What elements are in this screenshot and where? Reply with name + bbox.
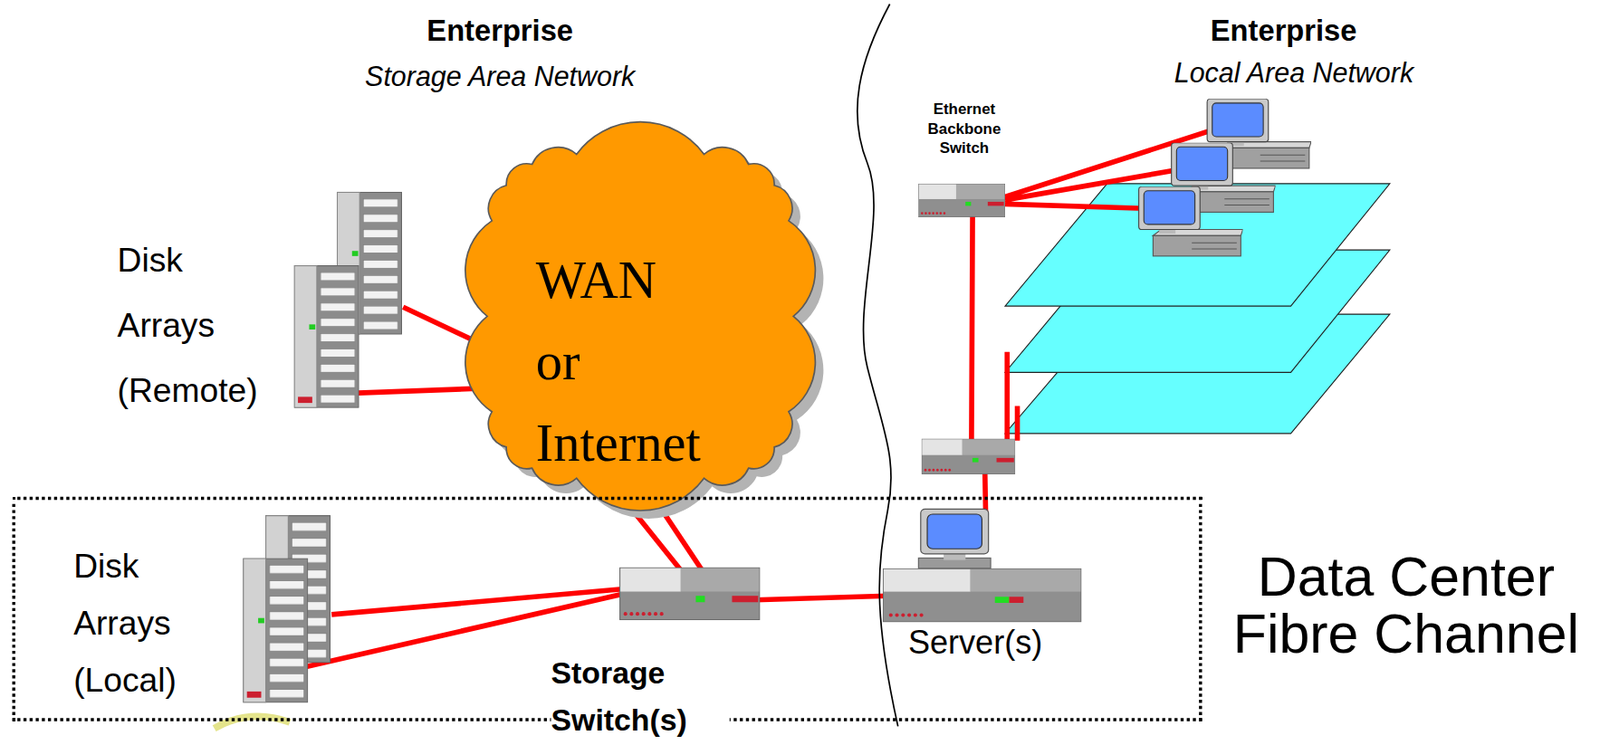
floor-plane — [1005, 183, 1390, 307]
node-label: Server(s) — [908, 622, 1087, 663]
logo-arc — [214, 716, 290, 729]
ethernet-switch-icon — [921, 439, 1016, 475]
node-label: Data Center Fibre Channel — [1212, 547, 1600, 662]
disk-array-icon — [294, 266, 359, 409]
node-label: Storage Switch(s) — [551, 650, 730, 745]
remote-disk-arrays: Disk Arrays (Remote) — [112, 188, 409, 425]
monitor-icon — [918, 508, 991, 568]
disk-array-icon — [243, 558, 308, 703]
section-subheading: Local Area Network — [1090, 56, 1499, 91]
cloud-fill — [465, 122, 816, 511]
server-icon — [882, 568, 1082, 623]
data-center-region: Disk Arrays (Local)Storage Switch(s)Serv… — [12, 497, 1203, 722]
desktop-pc — [1139, 186, 1244, 257]
ethernet-backbone-switch: Ethernet Backbone Switch — [913, 96, 1018, 220]
ethernet-switch-icon — [919, 183, 1006, 217]
storage-switch: Storage Switch(s) — [551, 563, 764, 745]
section-heading: Enterprise — [1181, 12, 1386, 50]
wan-cloud: WAN or Internet — [459, 112, 822, 521]
section-subheading: Storage Area Network — [296, 58, 705, 94]
node-label: Ethernet Backbone Switch — [913, 98, 1016, 157]
storage-switch-icon — [620, 567, 760, 620]
node-label: Disk Arrays (Local) — [73, 537, 227, 709]
section-heading: Enterprise — [296, 12, 705, 50]
node-label: Disk Arrays (Remote) — [117, 227, 271, 423]
node-label: WAN or Internet — [536, 239, 712, 485]
network-link — [755, 595, 889, 601]
server: Server(s) — [877, 505, 1089, 674]
local-disk-arrays: Disk Arrays (Local) — [66, 509, 337, 711]
